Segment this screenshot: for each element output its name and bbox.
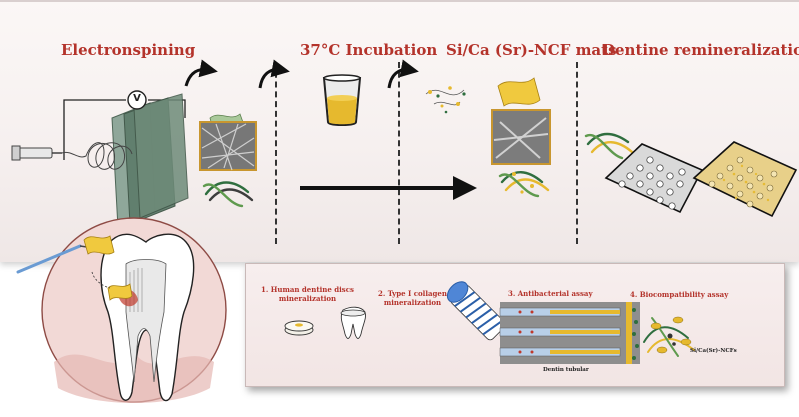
assay-label-line: 2. Type I collagen xyxy=(378,289,447,298)
stage-title-ncf-mats: Si/Ca (Sr)-NCF mats xyxy=(446,41,617,59)
assay-label-line: mineralization xyxy=(383,297,442,307)
tooth-caries-inset xyxy=(16,217,227,403)
assay-label-biocompatibility: 4. Biocompatibility assay xyxy=(630,290,729,299)
biocompatibility-illustration xyxy=(643,316,695,357)
mineralized-ncf-mat-illustration xyxy=(425,77,551,198)
electrospinning-setup-illustration xyxy=(11,93,189,229)
voltmeter-label: V xyxy=(133,93,141,104)
assay-label-collagen: 2. Type I collagen mineralization xyxy=(378,289,447,307)
voltmeter-icon xyxy=(127,90,147,110)
ncf-label: Si/Ca(Sr)-NCFs xyxy=(690,348,737,354)
assays-panel: 1. Human dentine discs mineralization 2.… xyxy=(245,263,785,387)
stage-title-electrospinning: Electronspining xyxy=(61,41,196,59)
stage-title-incubation: 37°C Incubation xyxy=(300,41,438,59)
stage-divider xyxy=(275,62,277,244)
antibacterial-assay-illustration xyxy=(499,302,640,364)
stage-title-remineralization: Dentine remineralization xyxy=(602,41,799,59)
flow-arrows xyxy=(184,59,477,200)
dentine-remineralization-illustration xyxy=(584,132,798,218)
assay-label-dentine-discs: 1. Human dentine discs mineralization xyxy=(261,285,354,303)
dentin-tubular-label: Dentin tubular xyxy=(543,367,589,373)
panel-top-border xyxy=(0,0,799,2)
collagen-fibril-illustration xyxy=(446,281,506,341)
stage-divider xyxy=(398,62,400,244)
stage-divider xyxy=(576,62,578,244)
nanofiber-mat-illustration xyxy=(199,113,257,208)
assay-label-line: 1. Human dentine discs xyxy=(261,285,354,294)
dentine-discs-illustration xyxy=(284,306,366,339)
beaker-icon xyxy=(322,74,362,126)
assay-label-antibacterial: 3. Antibacterial assay xyxy=(508,289,593,298)
assay-label-line: mineralization xyxy=(278,293,337,303)
